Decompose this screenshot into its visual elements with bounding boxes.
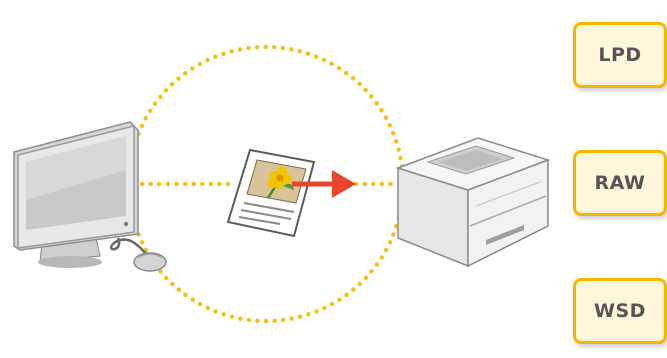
protocol-card-lpd: LPD <box>573 22 667 88</box>
protocol-card-wsd: WSD <box>573 278 667 344</box>
protocol-label: RAW <box>595 172 646 194</box>
computer-icon <box>14 122 166 271</box>
protocol-label: LPD <box>598 44 641 66</box>
printer-icon <box>398 138 548 266</box>
protocol-card-raw: RAW <box>573 150 667 216</box>
document-icon <box>228 150 314 236</box>
protocol-label: WSD <box>594 300 646 322</box>
